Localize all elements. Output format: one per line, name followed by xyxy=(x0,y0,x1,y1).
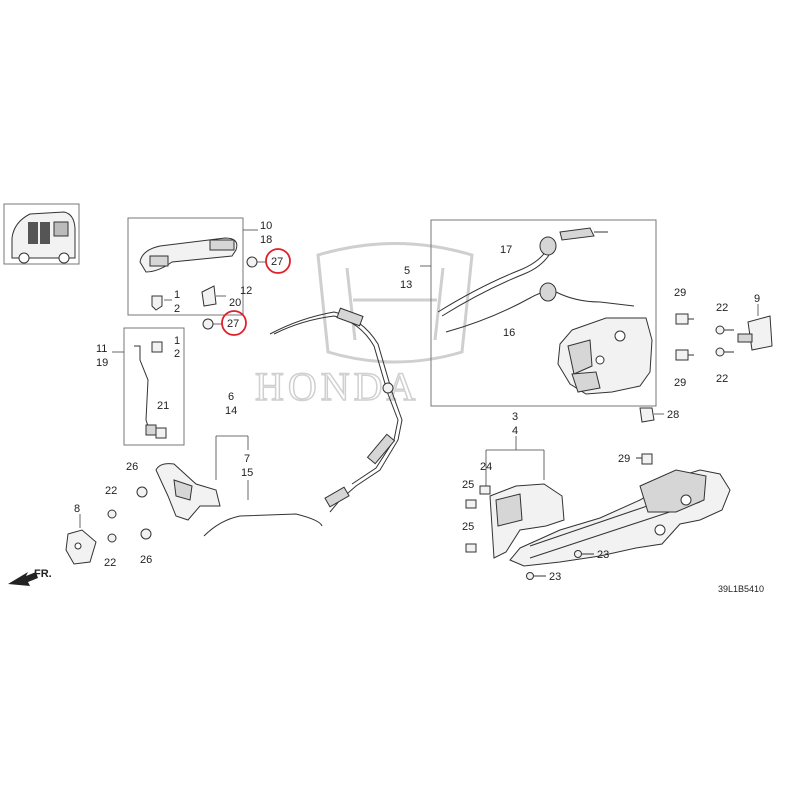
label-26-upper: 26 xyxy=(126,461,138,473)
label-8: 8 xyxy=(74,503,80,515)
screw-23-lower xyxy=(526,572,546,580)
label-28: 28 xyxy=(667,409,679,421)
label-22-right-lower: 22 xyxy=(716,373,728,385)
bracket-12-20 xyxy=(201,285,226,307)
door-rod xyxy=(134,341,167,439)
label-19: 19 xyxy=(96,357,108,369)
label-23-upper: 23 xyxy=(597,549,609,561)
screw-22-right-upper xyxy=(715,325,734,335)
bolt-28 xyxy=(639,407,664,423)
screw-22-lower xyxy=(107,533,117,543)
door-hinge-8 xyxy=(65,514,97,565)
vehicle-thumbnail xyxy=(3,203,80,265)
latch-cable-17 xyxy=(437,227,608,317)
label-13: 13 xyxy=(400,279,412,291)
direction-label: FR. xyxy=(34,568,52,580)
label-22-lower-left: 22 xyxy=(104,557,116,569)
front-direction-arrow: FR. xyxy=(8,568,52,586)
slide-door-rail-assembly xyxy=(489,469,731,567)
label-25-lower: 25 xyxy=(462,521,474,533)
label-17: 17 xyxy=(500,244,512,256)
label-11: 11 xyxy=(96,343,107,355)
label-26-lower: 26 xyxy=(140,554,152,566)
label-2-lower: 2 xyxy=(174,348,180,360)
bolt-27-upper xyxy=(246,256,266,268)
clip-part-1a xyxy=(151,295,172,311)
label-5: 5 xyxy=(404,265,410,277)
screw-26-lower xyxy=(140,528,152,540)
screw-22-upper xyxy=(107,509,117,519)
actuator-group-frame xyxy=(430,219,657,407)
inner-handle-assembly xyxy=(155,463,221,521)
label-12: 12 xyxy=(240,285,252,297)
label-25-upper: 25 xyxy=(462,479,474,491)
label-16: 16 xyxy=(503,327,515,339)
label-10: 10 xyxy=(260,220,272,232)
inner-handle-cable xyxy=(203,513,323,537)
label-20: 20 xyxy=(229,297,241,309)
screw-22-right-lower xyxy=(715,347,734,357)
outer-handle-group-frame xyxy=(127,217,244,316)
highlight-callout-27-lower xyxy=(221,310,247,336)
clip-25-upper xyxy=(465,499,477,509)
label-9: 9 xyxy=(754,293,760,305)
label-23-lower: 23 xyxy=(549,571,561,583)
label-27-upper: 27 xyxy=(271,256,283,268)
label-2-upper: 2 xyxy=(174,303,180,315)
diagram-code: 39L1B5410 xyxy=(718,584,764,594)
label-22-upper-left: 22 xyxy=(105,485,117,497)
label-29-upper: 29 xyxy=(674,287,686,299)
outer-door-handle xyxy=(139,237,238,273)
screw-23-upper xyxy=(574,550,594,558)
label-1-lower: 1 xyxy=(174,335,180,347)
label-24: 24 xyxy=(480,461,492,473)
striker-9 xyxy=(737,304,773,351)
label-18: 18 xyxy=(260,234,272,246)
bolt-29-upper xyxy=(675,313,694,325)
screw-26-upper xyxy=(136,486,148,498)
clip-24 xyxy=(479,485,491,495)
watermark-text: HONDA xyxy=(255,364,419,409)
highlight-callout-27-upper xyxy=(265,248,291,274)
label-22-right-upper: 22 xyxy=(716,302,728,314)
bolt-29-lower xyxy=(675,349,694,361)
label-15: 15 xyxy=(241,467,253,479)
door-lock-actuator xyxy=(557,317,653,395)
clip-25-lower xyxy=(465,543,477,553)
label-14: 14 xyxy=(225,405,237,417)
long-door-cable xyxy=(269,307,403,513)
label-3: 3 xyxy=(512,411,518,423)
label-4: 4 xyxy=(512,425,518,437)
bolt-27-lower xyxy=(202,318,222,330)
latch-cable-16 xyxy=(445,282,635,333)
bolt-29-rail xyxy=(636,453,653,465)
label-21: 21 xyxy=(157,400,169,412)
label-6: 6 xyxy=(228,391,234,403)
label-29-rail: 29 xyxy=(618,453,630,465)
part-labels: 10 18 27 12 20 27 1 2 11 19 1 2 21 6 14 … xyxy=(74,220,760,583)
label-7: 7 xyxy=(244,453,250,465)
label-1-upper: 1 xyxy=(174,289,180,301)
label-27-lower: 27 xyxy=(227,318,239,330)
label-29-lower: 29 xyxy=(674,377,686,389)
rod-group-frame xyxy=(123,327,185,446)
